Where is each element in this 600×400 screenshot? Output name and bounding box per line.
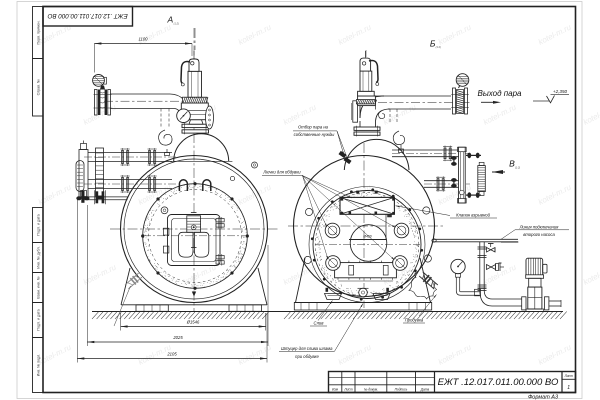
svg-text:В: В [509, 159, 515, 169]
svg-text:Ø1546: Ø1546 [186, 320, 200, 325]
svg-text:ЕЖТ .12.017.011.00.000 ВО: ЕЖТ .12.017.011.00.000 ВО [438, 377, 559, 388]
svg-text:Клапан взрывной: Клапан взрывной [456, 213, 490, 218]
svg-text:Взам. инв. №: Взам. инв. № [37, 276, 41, 298]
svg-text:Инв. № дубл.: Инв. № дубл. [37, 246, 41, 268]
svg-text:Инв. № подл.: Инв. № подл. [37, 354, 41, 376]
svg-text:2025: 2025 [172, 335, 183, 340]
svg-text:(1:2): (1:2) [174, 21, 179, 25]
svg-text:1100: 1100 [138, 37, 148, 42]
svg-text:Слив: Слив [314, 321, 325, 326]
svg-text:второго насоса: второго насоса [523, 232, 555, 237]
svg-text:Подп. и дата: Подп. и дата [37, 214, 41, 235]
svg-text:при обдувке: при обдувке [295, 354, 319, 359]
svg-text:Выход пара: Выход пара [478, 89, 523, 98]
svg-text:Перв. примен.: Перв. примен. [37, 21, 41, 45]
svg-text:(1:2): (1:2) [515, 166, 520, 170]
svg-text:ЕЖТ .12.017.011.00.000 ВО: ЕЖТ .12.017.011.00.000 ВО [48, 12, 128, 19]
svg-text:А: А [166, 14, 173, 24]
svg-text:1: 1 [567, 385, 570, 391]
svg-text:Штуцер для слива шлама: Штуцер для слива шлама [281, 346, 333, 351]
svg-text:Линия подключения: Линия подключения [519, 224, 560, 229]
svg-text:Дата: Дата [420, 387, 430, 391]
svg-text:2105: 2105 [166, 352, 177, 357]
svg-text:Подпись: Подпись [395, 387, 408, 391]
svg-text:Лист: Лист [343, 387, 353, 391]
svg-text:Ø450: Ø450 [362, 235, 371, 239]
svg-text:Отбор пара на: Отбор пара на [298, 125, 329, 130]
svg-text:(1:2): (1:2) [436, 45, 441, 49]
svg-text:Лючки для обдувки: Лючки для обдувки [262, 170, 301, 175]
svg-text:Формат А3: Формат А3 [528, 395, 559, 400]
svg-text:№ докум.: № докум. [364, 387, 378, 391]
svg-text:Лист: Лист [564, 374, 574, 378]
svg-text:собственные нужды: собственные нужды [294, 132, 335, 137]
svg-text:Справ. №: Справ. № [37, 79, 41, 95]
svg-text:Подп. и дата: Подп. и дата [37, 309, 41, 330]
svg-text:+2,350: +2,350 [553, 89, 568, 94]
svg-text:Продувка: Продувка [405, 318, 424, 323]
svg-text:Изм: Изм [332, 387, 339, 391]
svg-text:Б: Б [430, 38, 436, 48]
